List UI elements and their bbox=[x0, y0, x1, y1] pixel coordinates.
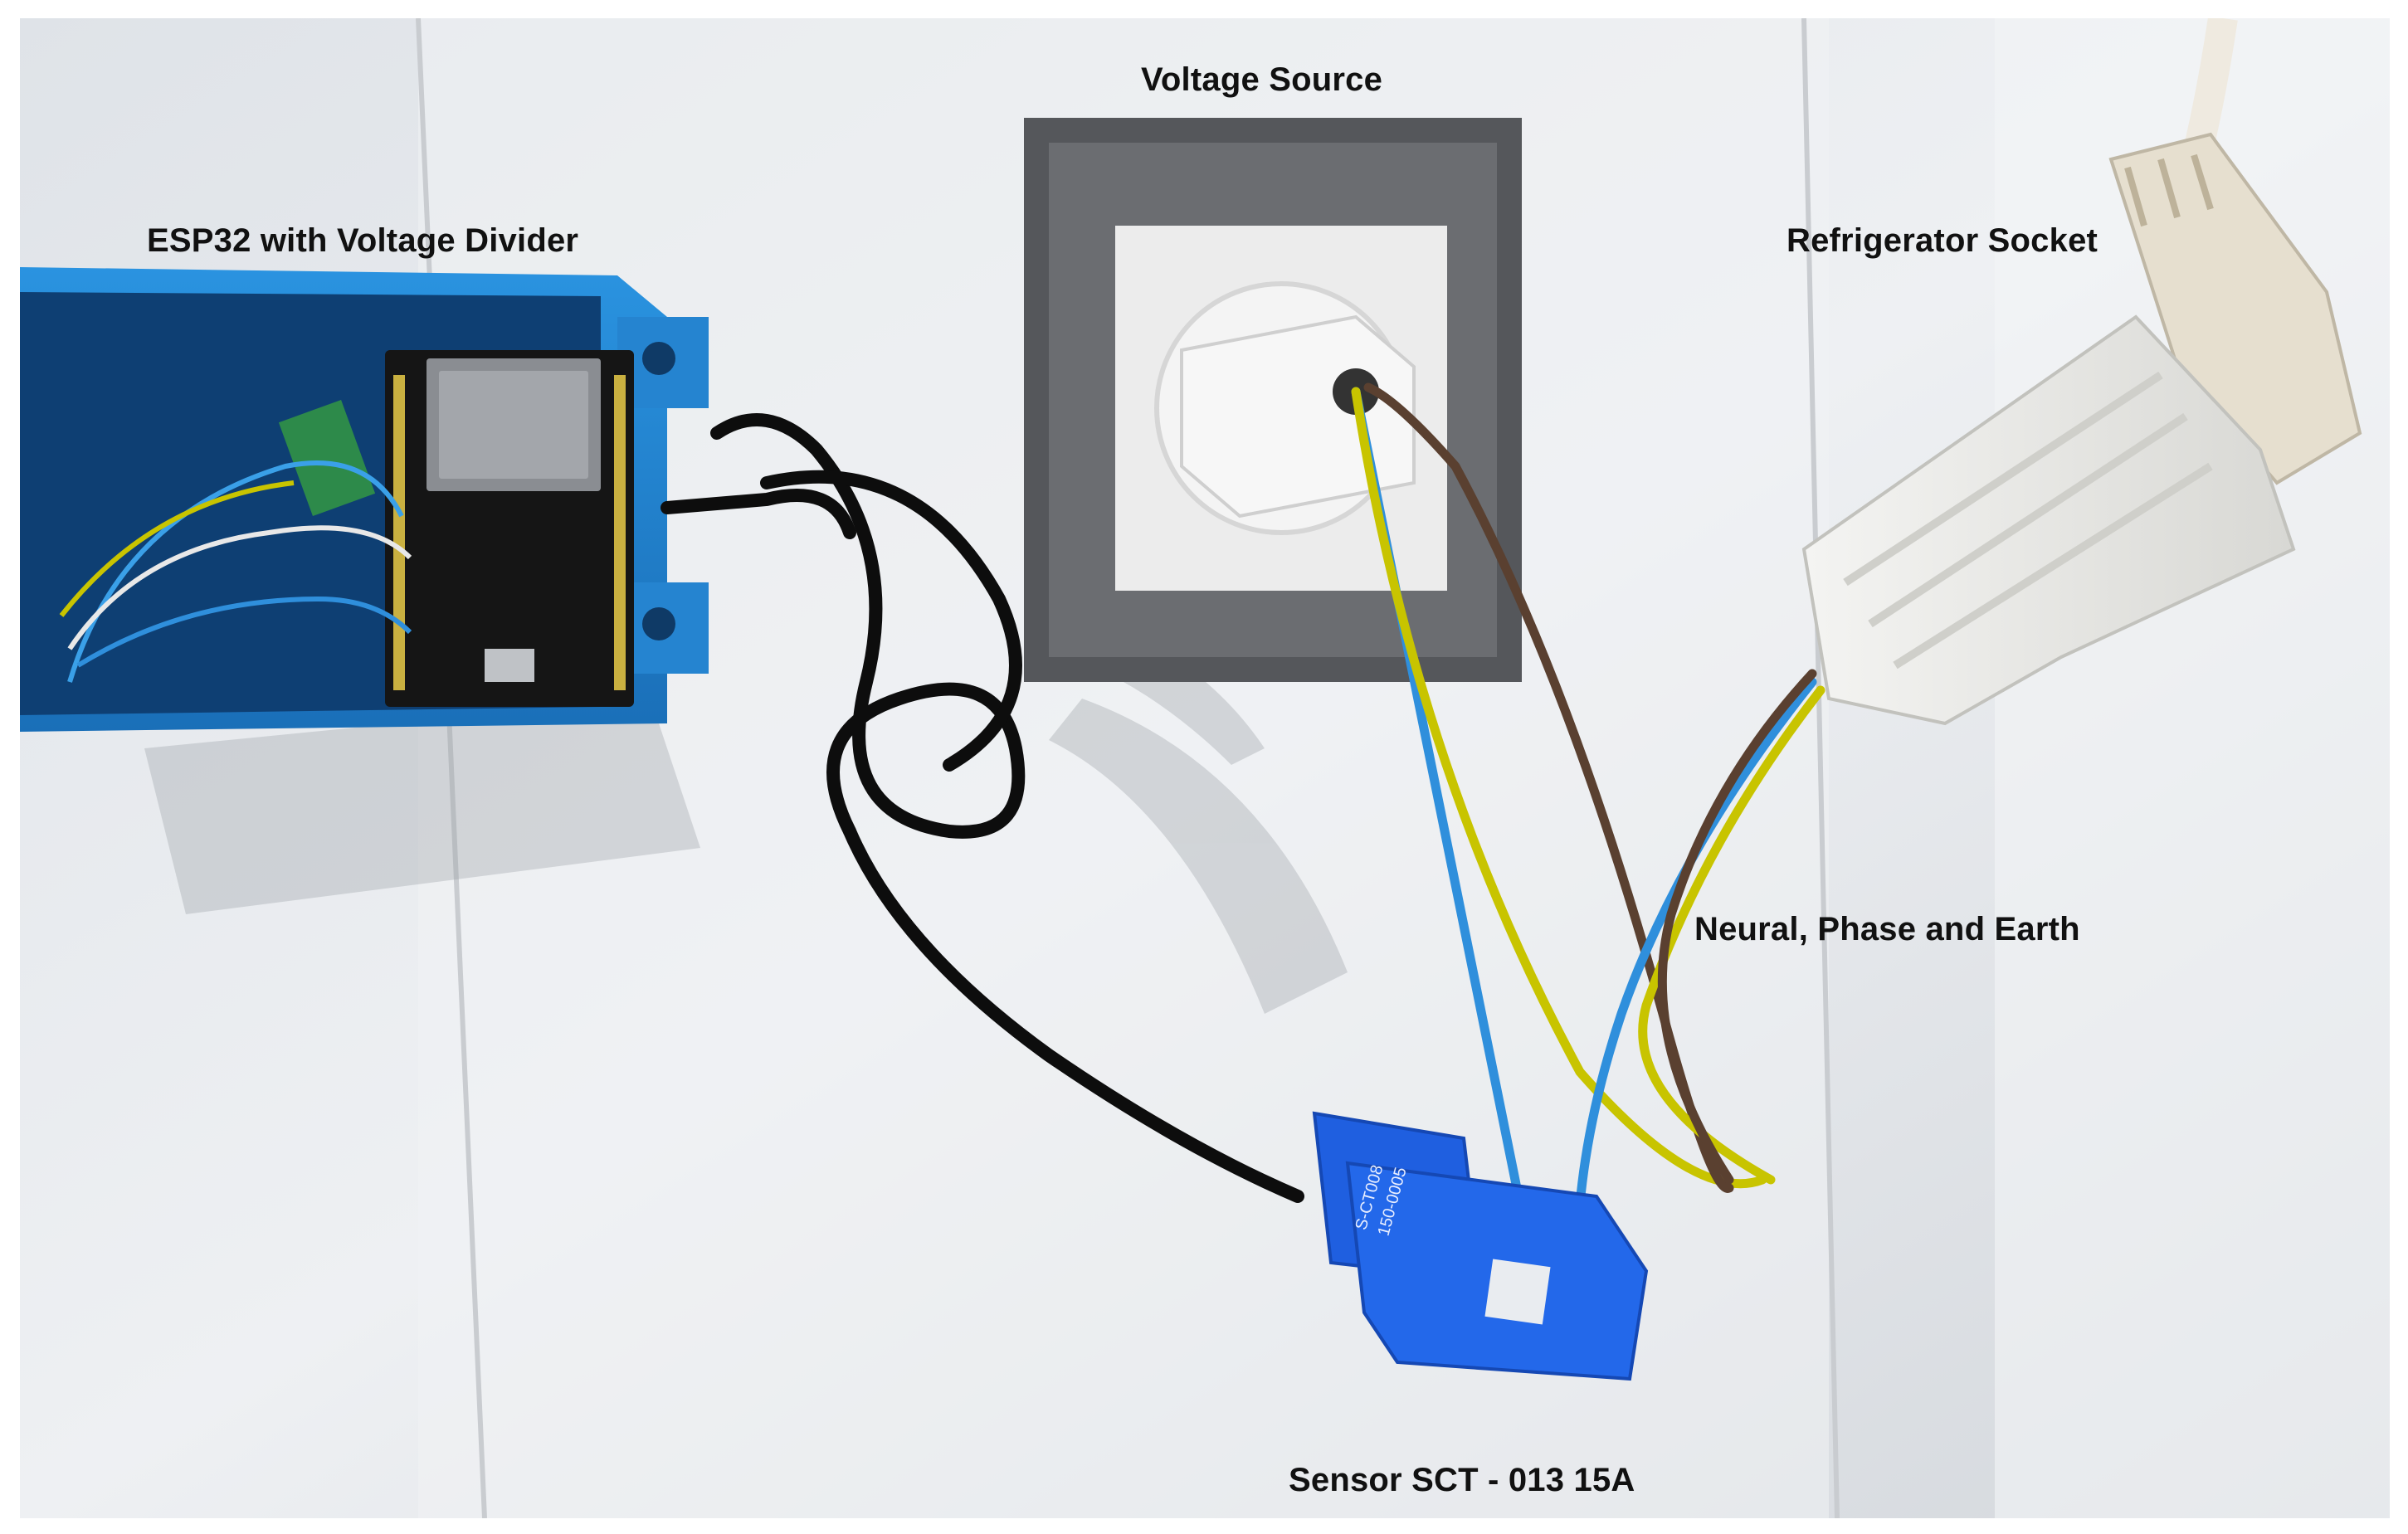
esp32-board bbox=[385, 350, 634, 707]
black-cable bbox=[660, 413, 1304, 1203]
sct-sensor: S-CT008 150-0005 bbox=[1312, 1111, 1649, 1381]
wall-outlet bbox=[1024, 118, 1522, 682]
label-esp32: ESP32 with Voltage Divider bbox=[147, 222, 579, 259]
label-sensor: Sensor SCT - 013 15A bbox=[1289, 1462, 1635, 1498]
label-wires: Neural, Phase and Earth bbox=[1694, 911, 2080, 947]
label-refrigerator-socket: Refrigerator Socket bbox=[1787, 222, 2098, 259]
photo-scene: S-CT008 150-0005 bbox=[20, 18, 2390, 1518]
esp32-enclosure bbox=[20, 267, 709, 732]
refrigerator-socket bbox=[1801, 132, 2362, 726]
label-voltage-source: Voltage Source bbox=[1141, 61, 1383, 98]
